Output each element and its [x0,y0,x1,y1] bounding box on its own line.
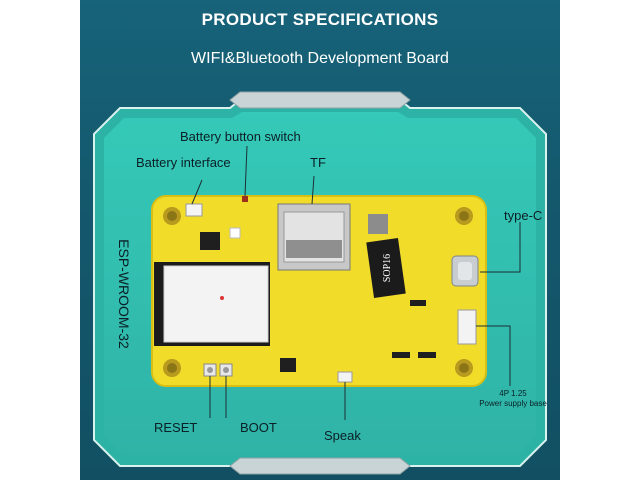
frame-top-tab [229,91,411,109]
battery-switch [242,196,248,202]
page-subtitle: WIFI&Bluetooth Development Board [191,50,449,67]
label-type-c: type-C [504,208,543,223]
label-power-base-line2: Power supply base [479,399,547,408]
esp-module-can [163,265,269,343]
speak-connector [337,371,353,383]
label-esp-module: ESP-WROOM-32 [116,239,132,349]
board-illustration: SOP16 [93,91,547,475]
power-base-connector [457,309,477,345]
gray-component [368,214,388,234]
battery-connector [185,203,203,217]
label-battery-button-switch: Battery button switch [180,129,301,144]
label-boot: BOOT [240,420,277,435]
label-battery-interface: Battery interface [136,155,231,170]
label-reset: RESET [154,420,198,435]
frame-bottom-tab [229,457,411,475]
regulator-chip [200,232,220,250]
sop16-chip [366,238,406,298]
mounting-holes [163,207,473,377]
spec-panel: PRODUCT SPECIFICATIONS WIFI&Bluetooth De… [80,0,560,480]
label-tf: TF [310,155,326,170]
label-power-base-line1: 4P 1.25 [499,389,527,398]
label-speak: Speak [324,428,361,443]
page-title: PRODUCT SPECIFICATIONS [201,10,439,29]
amp-chip [280,358,296,372]
callout-lines [191,145,521,420]
label-power-base: 4P 1.25 Power supply base [468,389,558,409]
sop16-label: SOP16 [382,254,393,282]
